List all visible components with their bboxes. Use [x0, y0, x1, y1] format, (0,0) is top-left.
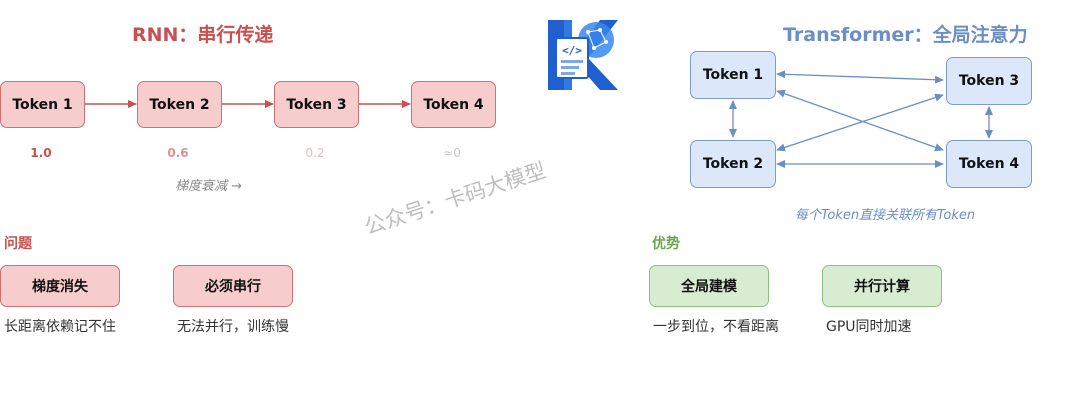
rnn-token-2: Token 2 — [137, 81, 222, 128]
rnn-token-3: Token 3 — [274, 81, 359, 128]
tf-token-2: Token 2 — [690, 140, 776, 188]
tf-token-3: Token 3 — [946, 57, 1032, 105]
problem-tag-vanishing-gradient: 梯度消失 — [0, 265, 120, 307]
problem-desc-sequential: 无法并行，训练慢 — [177, 319, 289, 335]
problems-label: 问题 — [4, 236, 32, 252]
problem-tag-sequential: 必须串行 — [173, 265, 293, 307]
gradient-value-1: 1.0 — [30, 146, 52, 160]
attention-caption: 每个Token直接关联所有Token — [795, 208, 976, 223]
attn-arrow-2-3 — [776, 93, 944, 152]
transformer-title: Transformer：全局注意力 — [783, 24, 1028, 46]
code-document-k-logo-icon: </> — [548, 20, 618, 90]
rnn-title: RNN：串行传递 — [132, 24, 274, 46]
advantage-desc-parallel: GPU同时加速 — [826, 319, 912, 335]
tf-token-1: Token 1 — [690, 51, 776, 99]
gradient-value-3: 0.2 — [305, 146, 325, 160]
tf-token-4: Token 4 — [946, 140, 1032, 188]
attn-arrow-1-3 — [776, 70, 944, 84]
gradient-value-4: ≈0 — [443, 146, 461, 160]
svg-text:</>: </> — [562, 44, 582, 57]
advantage-tag-global: 全局建模 — [649, 265, 769, 307]
gradient-value-2: 0.6 — [167, 146, 189, 160]
advantage-desc-global: 一步到位，不看距离 — [653, 319, 779, 335]
advantage-tag-parallel: 并行计算 — [822, 265, 942, 307]
advantages-label: 优势 — [652, 236, 680, 252]
rnn-token-4: Token 4 — [411, 81, 496, 128]
gradient-decay-caption: 梯度衰减 → — [175, 179, 243, 194]
rnn-token-1: Token 1 — [0, 81, 85, 128]
problem-desc-vanishing-gradient: 长距离依赖记不住 — [4, 319, 116, 335]
